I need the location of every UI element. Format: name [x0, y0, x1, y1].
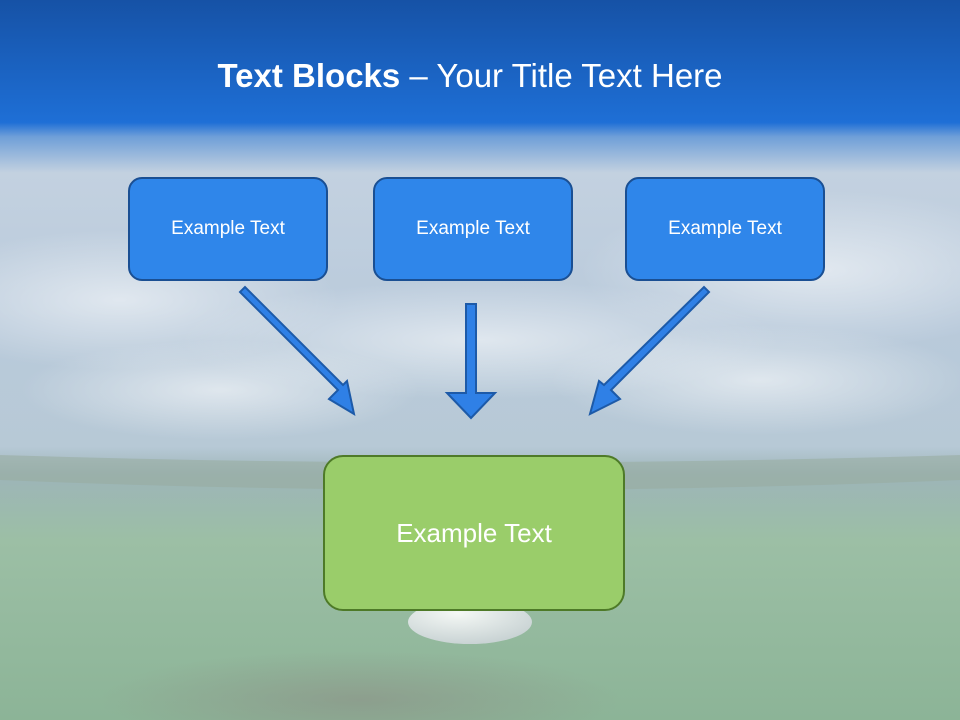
result-block: Example Text [323, 455, 625, 611]
title-bold-part: Text Blocks [217, 57, 401, 94]
text-block-2-label: Example Text [416, 218, 530, 239]
text-block-3-label: Example Text [668, 218, 782, 239]
text-block-1: Example Text [128, 177, 328, 281]
result-block-label: Example Text [396, 517, 552, 548]
title-rest: Your Title Text Here [436, 57, 723, 94]
text-block-2: Example Text [373, 177, 573, 281]
title-separator: – [400, 57, 437, 94]
text-block-3: Example Text [625, 177, 825, 281]
text-block-1-label: Example Text [171, 218, 285, 239]
slide-title: Text Blocks – Your Title Text Here [0, 52, 940, 100]
